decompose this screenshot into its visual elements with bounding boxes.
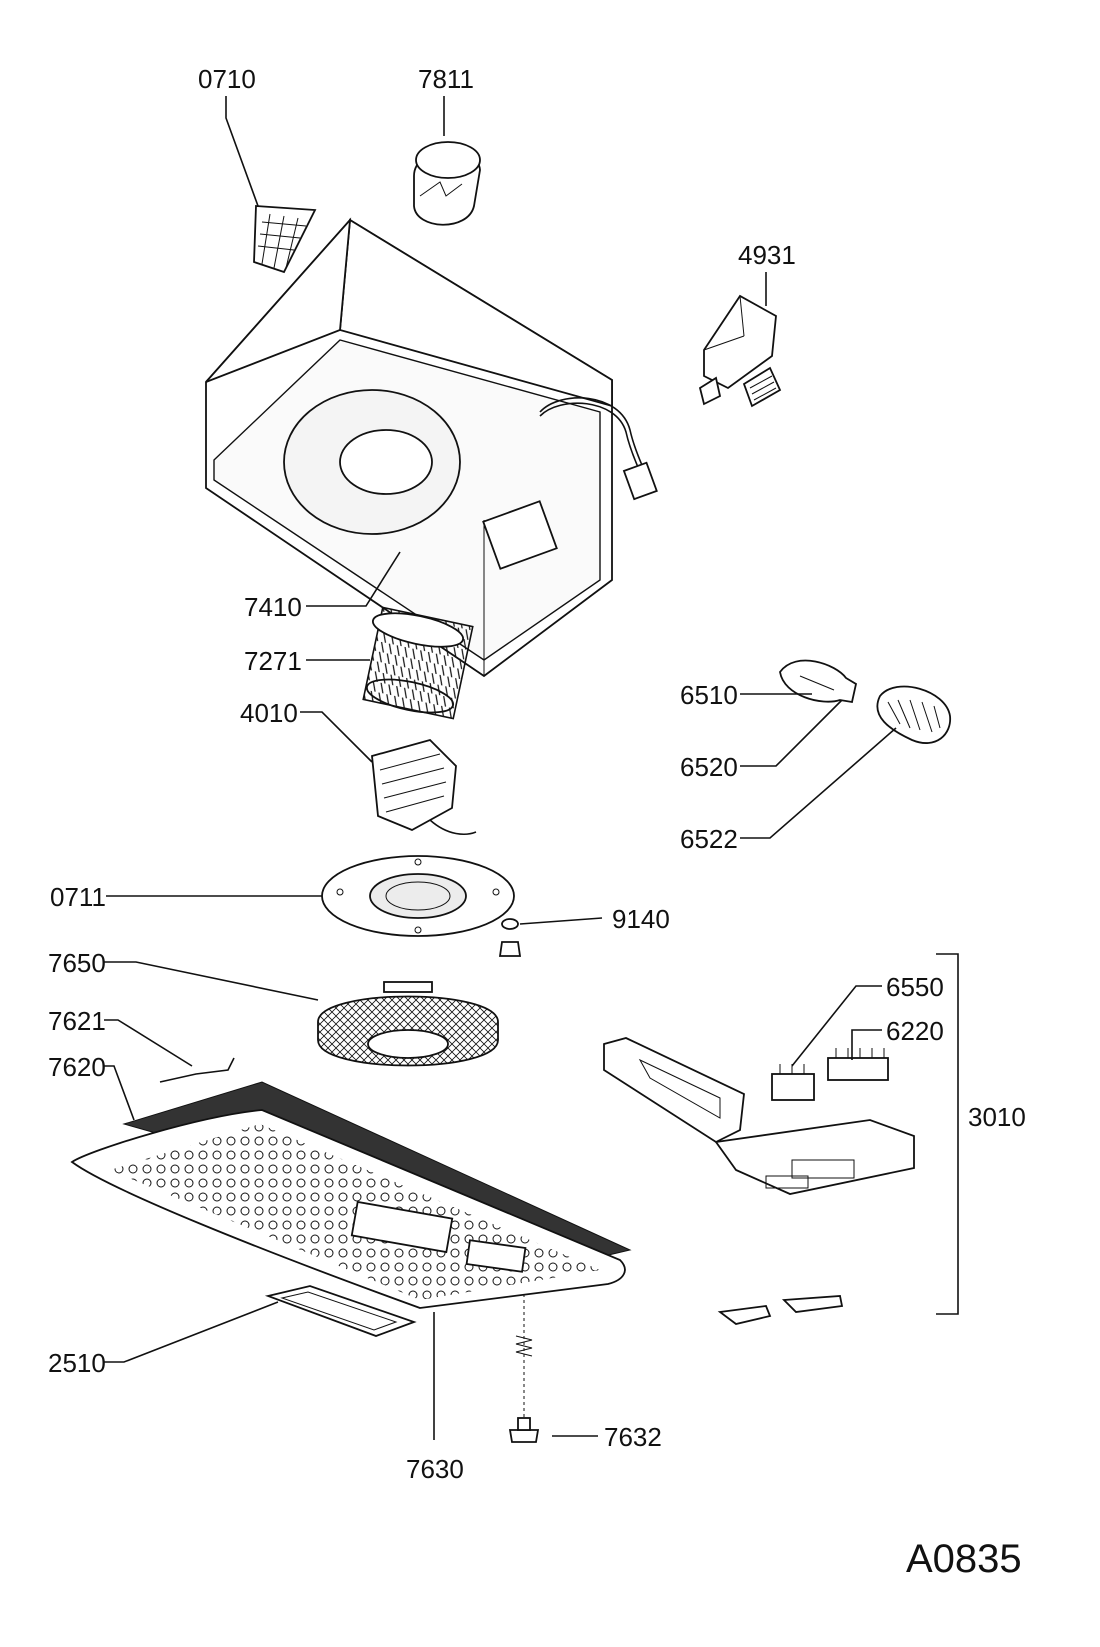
- label-3010: 3010: [968, 1102, 1026, 1132]
- hood-housing: [205, 217, 613, 678]
- switch-part-6220: [827, 1048, 889, 1081]
- grille-part-0710: [253, 205, 317, 274]
- mounting-clips: [717, 1295, 844, 1325]
- label-7630: 7630: [406, 1454, 464, 1484]
- label-6522: 6522: [680, 824, 738, 854]
- clip-part-7621: [159, 1057, 235, 1083]
- label-7271: 7271: [244, 646, 302, 676]
- assembly-bracket-line: [936, 953, 959, 1315]
- label-6220: 6220: [886, 1016, 944, 1046]
- bracket-part-4931: [698, 294, 782, 408]
- power-cord: [539, 397, 658, 501]
- label-7632: 7632: [604, 1422, 662, 1452]
- ring-plate-part-0711: [321, 855, 515, 937]
- round-filter-part-7650: [317, 981, 499, 1067]
- blower-wheel-part-7271: [362, 606, 474, 720]
- bulb-part-6510: [779, 659, 858, 704]
- label-7650: 7650: [48, 948, 106, 978]
- motor-part-4010: [371, 738, 477, 835]
- leader-lines: [104, 96, 897, 1440]
- label-9140: 9140: [612, 904, 670, 934]
- label-6550: 6550: [886, 972, 944, 1002]
- label-7410: 7410: [244, 592, 302, 622]
- spring-and-knob-part-7632: [508, 1294, 540, 1443]
- part-labels: 0710 7811 4931 7410 7271 4010 6510 6520 …: [48, 64, 1026, 1484]
- switch-part-6550: [771, 1064, 815, 1101]
- label-7620: 7620: [48, 1052, 106, 1082]
- label-4010: 4010: [240, 698, 298, 728]
- label-0711: 0711: [50, 882, 106, 912]
- bottom-panel-part-7630: [70, 1109, 626, 1309]
- cylinder-part-7811: [413, 141, 481, 226]
- label-6510: 6510: [680, 680, 738, 710]
- label-6520: 6520: [680, 752, 738, 782]
- assembly-part-3010: [603, 1037, 915, 1195]
- diagram-code: A0835: [906, 1537, 1022, 1581]
- label-7621: 7621: [48, 1006, 106, 1036]
- label-2510: 2510: [48, 1348, 106, 1378]
- lamp-cover-part-2510: [264, 1285, 417, 1337]
- knob-part-9140: [498, 918, 522, 957]
- label-0710: 0710: [198, 64, 256, 94]
- label-7811: 7811: [418, 64, 474, 94]
- label-4931: 4931: [738, 240, 796, 270]
